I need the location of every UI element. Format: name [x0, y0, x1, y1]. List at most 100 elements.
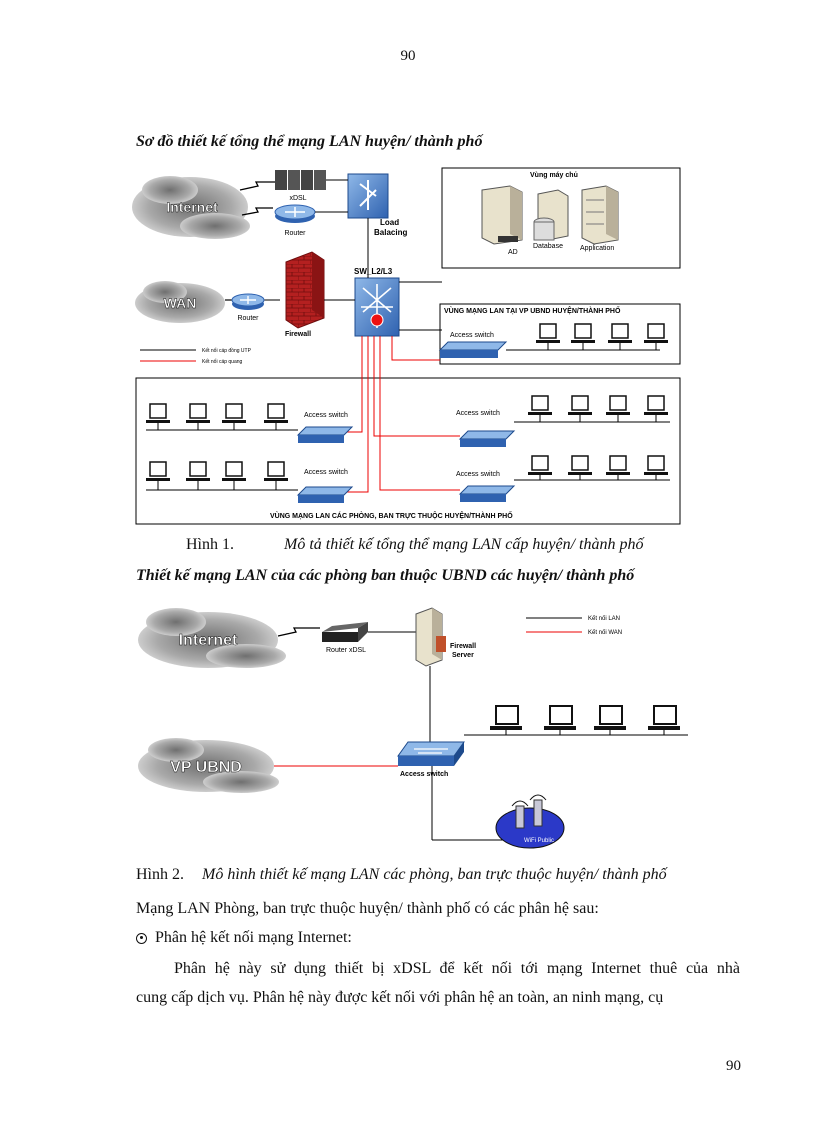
svg-text:Access switch: Access switch [456, 471, 500, 478]
pc-icon [528, 395, 552, 422]
svg-text:Firewall: Firewall [450, 643, 476, 650]
lightning-link-icon [239, 181, 275, 191]
server-database-icon: Database [533, 189, 569, 250]
pc-icon [568, 395, 592, 422]
pc-icon [608, 323, 632, 350]
figure-caption-1: Hình 1. Mô tả thiết kế tổng thể mạng LAN… [186, 536, 644, 554]
wifi-public-icon: WiFi Public [495, 794, 565, 849]
svg-text:Internet: Internet [166, 199, 218, 215]
svg-text:Router: Router [237, 315, 259, 322]
svg-text:Access switch: Access switch [456, 410, 500, 417]
svg-text:Firewall: Firewall [285, 331, 311, 338]
legend-fiber: Kết nối cáp quang [202, 359, 243, 365]
svg-text:WiFi Public: WiFi Public [524, 838, 554, 844]
pc-icon [644, 455, 668, 480]
svg-text:Application: Application [580, 245, 614, 252]
lan-hq-box [439, 303, 681, 365]
access-switch-icon: Access switch [296, 469, 354, 503]
section-heading-1: Sơ đồ thiết kế tổng thể mạng LAN huyện/ … [136, 133, 483, 150]
svg-text:Database: Database [533, 243, 563, 250]
figure-caption-2: Hình 2. Mô hình thiết kế mạng LAN các ph… [136, 866, 667, 884]
lan-dept-box [135, 377, 681, 525]
internet-cloud: Internet [132, 176, 250, 239]
svg-text:Router: Router [284, 230, 306, 237]
access-switch-icon: Access switch [397, 741, 465, 778]
svg-text:Internet: Internet [179, 632, 238, 649]
section-heading-2: Thiết kế mạng LAN của các phòng ban thuộ… [136, 567, 635, 584]
access-switch-icon: Access switch [456, 410, 516, 447]
core-switch-icon: SW_L2/L3 [354, 267, 400, 337]
xdsl-modems-icon: xDSL [275, 170, 326, 202]
bullet-text: Phân hệ kết nối mạng Internet: [155, 929, 352, 946]
legend-lan: Kết nối LAN [588, 616, 620, 622]
pc-icon [222, 403, 246, 430]
legend-utp: Kết nối cáp đồng UTP [202, 348, 252, 354]
pc-icon [594, 705, 626, 735]
lan-hq-title: VÙNG MẠNG LAN TẠI VP UBND HUYỆN/THÀNH PH… [444, 305, 621, 315]
internet-cloud: Internet [138, 608, 286, 668]
lightning-link-icon [241, 207, 273, 216]
paragraph-line-2: cung cấp dịch vụ. Phân hệ này được kết n… [136, 989, 664, 1006]
svg-text:xDSL: xDSL [289, 195, 306, 202]
access-switch-icon: Access switch [456, 471, 516, 502]
pc-icon [536, 323, 560, 350]
svg-text:WAN: WAN [164, 295, 197, 311]
router-icon: Router [274, 204, 316, 237]
pc-icon [490, 705, 522, 735]
router-xdsl-icon: Router xDSL [322, 622, 368, 654]
pc-icon [571, 323, 595, 350]
svg-text:SW_L2/L3: SW_L2/L3 [354, 267, 393, 276]
pc-icon [606, 455, 630, 480]
firewall-icon: Firewall [285, 251, 325, 338]
caption-label: Hình 1. [186, 536, 234, 553]
pc-icon [568, 455, 592, 480]
server-application-icon: Application [580, 185, 619, 252]
pc-icon [222, 461, 246, 490]
pc-icon [146, 403, 170, 430]
caption-text: Mô hình thiết kế mạng LAN các phòng, ban… [202, 866, 667, 883]
svg-text:Access switch: Access switch [400, 771, 448, 778]
network-diagram-2: Internet VP UBND Router xDSL Firewall Se… [138, 607, 688, 849]
lan-dept-title: VÙNG MẠNG LAN CÁC PHÒNG, BAN TRỰC THUỘC … [270, 510, 513, 520]
svg-text:Access switch: Access switch [450, 332, 494, 339]
svg-text:Server: Server [452, 652, 474, 659]
pc-icon [264, 403, 288, 430]
router-wan-icon: Router [231, 293, 265, 322]
page-number-bottom: 90 [726, 1058, 741, 1074]
server-ad-icon: AD [481, 185, 523, 256]
lightning-link-icon [277, 627, 320, 637]
pc-icon [644, 323, 668, 350]
firewall-server-icon: Firewall Server [415, 607, 476, 667]
svg-text:Access switch: Access switch [304, 412, 348, 419]
svg-text:Access switch: Access switch [304, 469, 348, 476]
svg-text:AD: AD [508, 249, 518, 256]
svg-text:Balacing: Balacing [374, 228, 407, 237]
page-number-top: 90 [400, 48, 416, 64]
access-switch-icon: Access switch [296, 412, 354, 443]
vp-ubnd-cloud: VP UBND [138, 738, 279, 793]
server-zone-title: Vùng máy chủ [530, 172, 578, 179]
pc-icon [186, 461, 210, 490]
body-intro: Mạng LAN Phòng, ban trực thuộc huyện/ th… [136, 900, 599, 917]
svg-text:VP UBND: VP UBND [170, 759, 242, 776]
circle-bullet-icon [136, 932, 147, 944]
server-zone-box [441, 167, 681, 269]
pc-icon [186, 403, 210, 430]
paragraph-line-1: Phân hệ này sử dụng thiết bị xDSL để kết… [174, 960, 740, 977]
pc-icon [606, 395, 630, 422]
wan-cloud: WAN [135, 281, 225, 323]
svg-text:Load: Load [380, 218, 399, 227]
network-diagram-1: Internet WAN xDSL Router Load Balacing [132, 167, 681, 525]
caption-text: Mô tả thiết kế tổng thể mạng LAN cấp huy… [284, 536, 644, 553]
svg-text:Router xDSL: Router xDSL [326, 647, 366, 654]
legend-wan: Kết nối WAN [588, 630, 622, 636]
load-balancer-icon: Load Balacing [347, 173, 407, 237]
caption-label: Hình 2. [136, 866, 184, 883]
pc-icon [648, 705, 680, 735]
pc-icon [264, 461, 288, 490]
pc-icon [544, 705, 576, 735]
access-switch-icon: Access switch [438, 332, 508, 358]
pc-icon [146, 461, 170, 490]
bullet-item: Phân hệ kết nối mạng Internet: [136, 923, 352, 952]
pc-icon [644, 395, 668, 422]
